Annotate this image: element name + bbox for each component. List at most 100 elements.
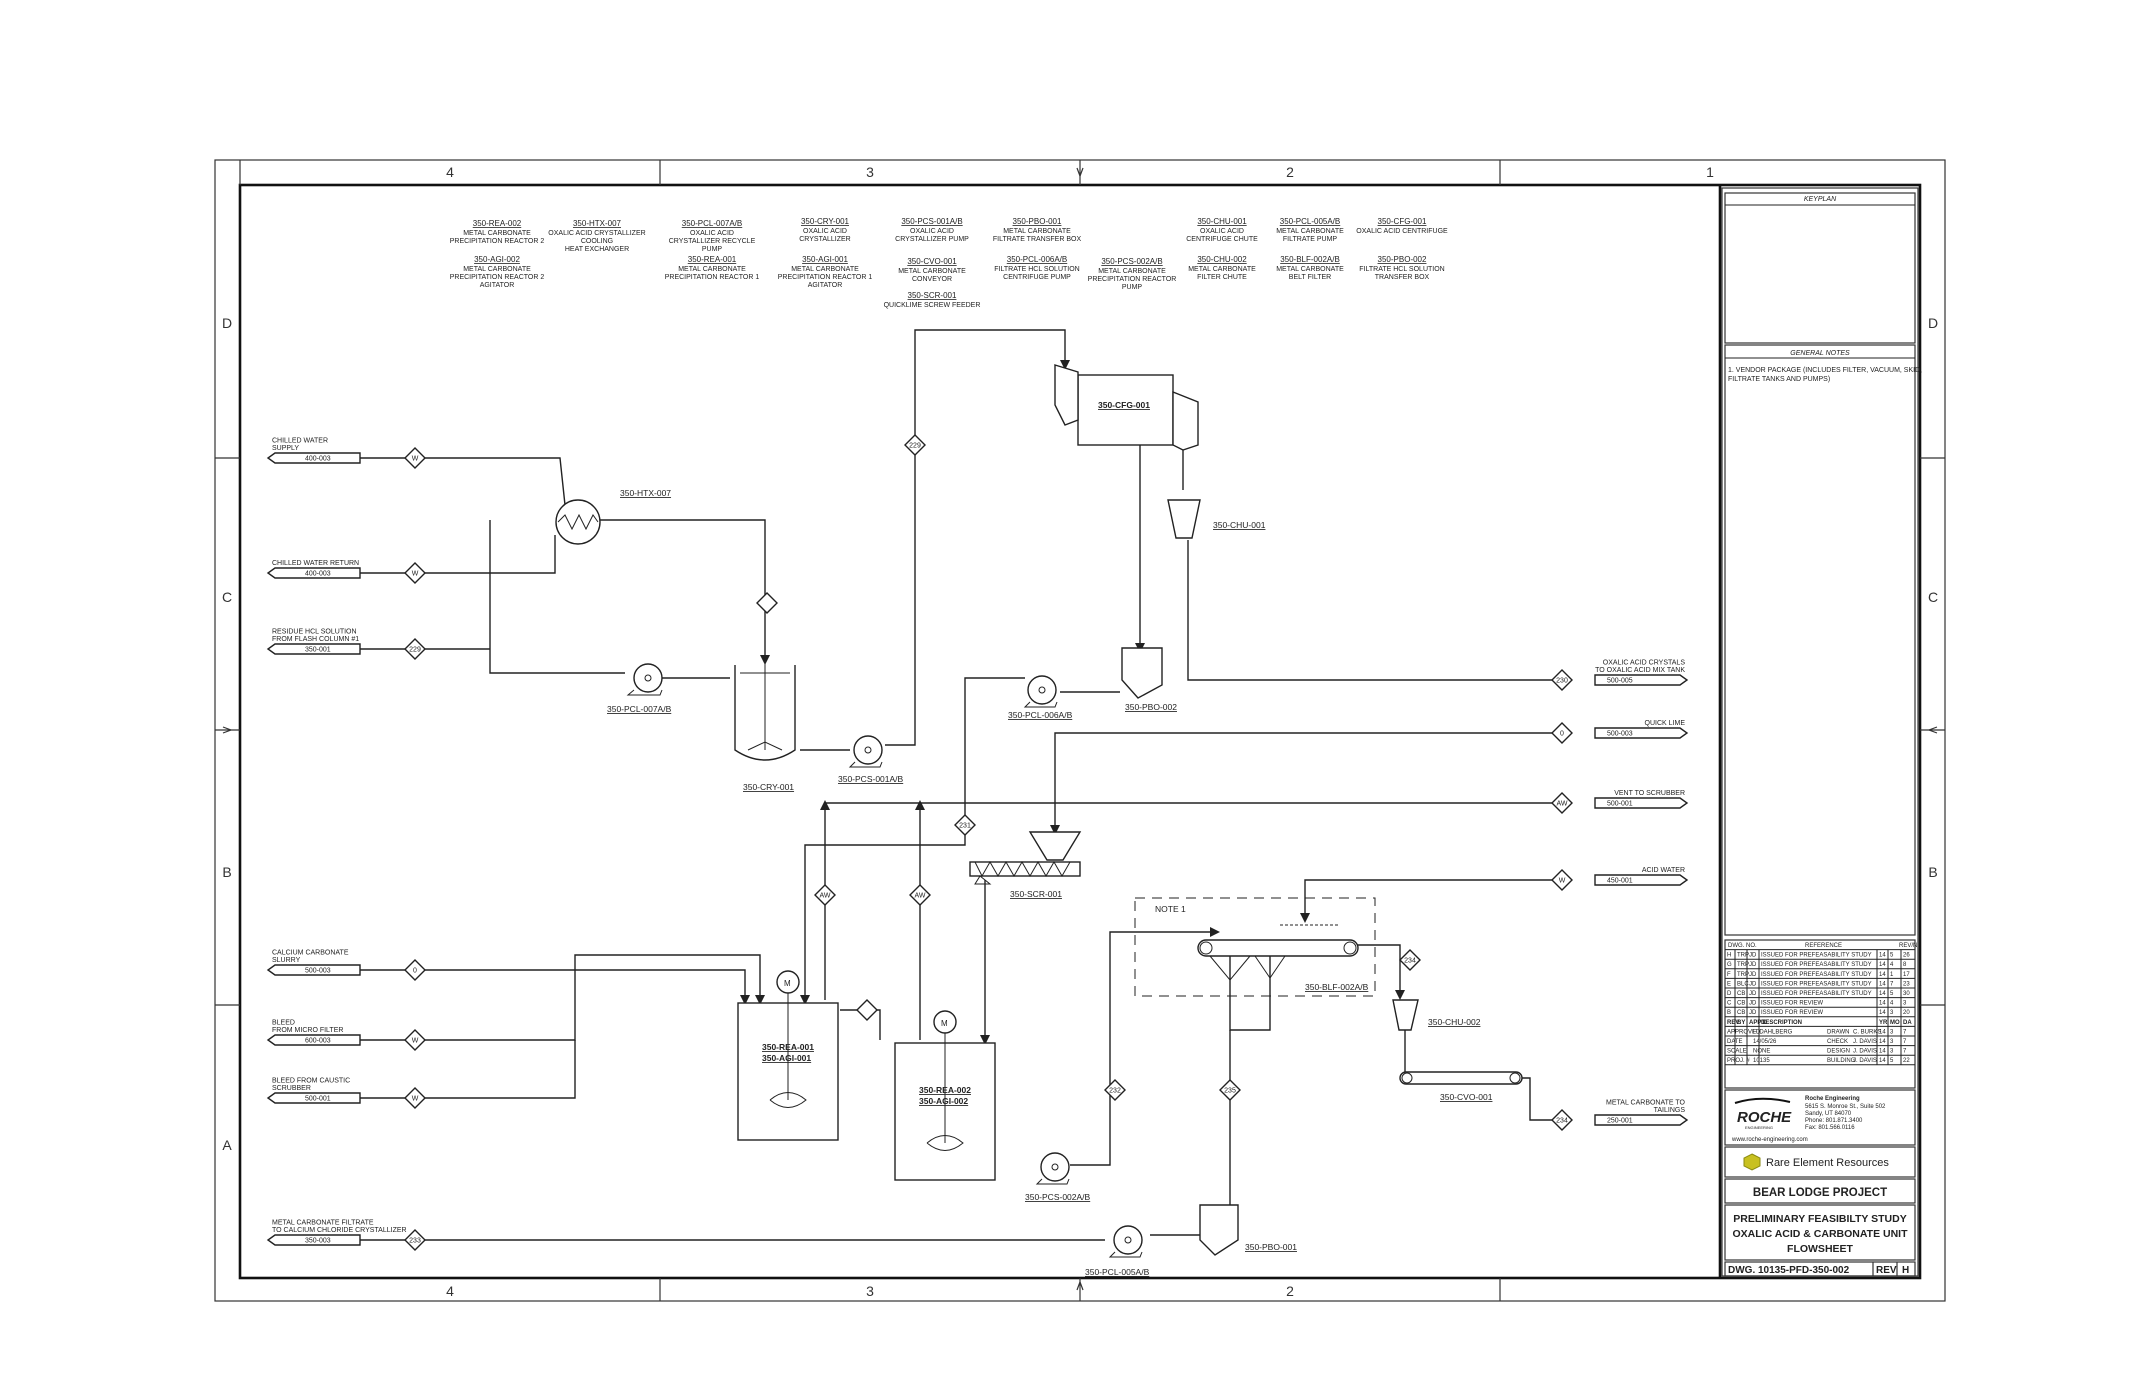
- diamond-daw2: [909, 884, 931, 906]
- connector-ref: 500-003: [305, 968, 331, 975]
- grid-row-b-right: B: [1928, 864, 1937, 880]
- rev-cell: 17: [1903, 972, 1910, 978]
- diamond-bleed_caustic-label: W: [412, 1096, 419, 1103]
- diamond-calcium_carbonate: [404, 959, 426, 981]
- connector-label: TO CALCIUM CHLORIDE CRYSTALLIZER: [272, 1227, 407, 1234]
- rev-meta-cell: SCALE: [1727, 1049, 1747, 1055]
- label-agi-002: 350-AGI-002: [919, 1096, 968, 1106]
- rev-meta-cell: F. DAHLBERG: [1753, 1029, 1793, 1035]
- flow-arrows: [740, 360, 1405, 1215]
- connector-label: QUICK LIME: [1645, 720, 1686, 727]
- rev-cell: 14: [1879, 981, 1886, 987]
- client-name: Rare Element Resources: [1766, 1157, 1889, 1169]
- company-address-1: 5615 S. Monroe St., Suite 502: [1805, 1104, 1886, 1110]
- diamond-oxalic_crystals-label: 230: [1556, 678, 1568, 685]
- connector-label: SCRUBBER: [272, 1085, 311, 1092]
- equipment-list-tag: 350-AGI-002: [474, 255, 520, 264]
- rev-cell: 20: [1903, 1010, 1910, 1016]
- connector-label: CHILLED WATER: [272, 438, 328, 445]
- equipment-list-desc: CRYSTALLIZER RECYCLE: [669, 238, 756, 245]
- equipment-list-desc: AGITATOR: [480, 282, 515, 289]
- rev-meta-cell: 3: [1890, 1029, 1894, 1035]
- equipment-list-tag: 350-CHU-001: [1197, 217, 1247, 226]
- company-name: Roche Engineering: [1805, 1096, 1860, 1102]
- rev-cell: ISSUED FOR PREFEASABILITY STUDY: [1761, 972, 1872, 978]
- keyplan-title: KEYPLAN: [1804, 196, 1837, 203]
- rev-cell: 30: [1903, 991, 1910, 997]
- rev-cell: E: [1727, 981, 1731, 987]
- equipment-list-desc: OXALIC ACID: [1200, 228, 1244, 235]
- screw-feeder-scr-001: [969, 831, 1082, 885]
- grid-row-d: D: [222, 315, 232, 331]
- rev-meta-cell: J. DAVIS: [1853, 1058, 1877, 1064]
- diamond-plain-2: [856, 999, 878, 1021]
- connector-ref: 350-003: [305, 1238, 331, 1245]
- rev-cell: 14: [1879, 953, 1886, 959]
- connector-label: CALCIUM CARBONATE: [272, 950, 349, 957]
- belt-filter-blf-002: [1197, 924, 1359, 981]
- label-agi-001: 350-AGI-001: [762, 1053, 811, 1063]
- connector-label: FROM FLASH COLUMN #1: [272, 636, 359, 643]
- rev-cell: JD: [1749, 981, 1757, 987]
- equipment-list-desc: PRECIPITATION REACTOR 2: [450, 274, 545, 281]
- rev-cell: C: [1727, 1001, 1732, 1007]
- equipment-list-desc: OXALIC ACID: [803, 228, 847, 235]
- transfer-box-pbo-001: [1199, 1204, 1239, 1256]
- equipment-list-desc: PUMP: [702, 246, 723, 253]
- equipment-list-desc: FILTRATE TRANSFER BOX: [993, 236, 1082, 243]
- heat-exchanger-htx-007: [555, 499, 601, 545]
- rev-cell: TRP: [1737, 953, 1749, 959]
- rev-cell: JD: [1749, 962, 1757, 968]
- diamond-d232: [1104, 1079, 1126, 1101]
- diamond-plain-1: [756, 592, 778, 614]
- grid-row-a: A: [222, 1137, 232, 1153]
- diamond-metal_tailings: [1551, 1109, 1573, 1131]
- diamond-acid_water-label: W: [1559, 878, 1566, 885]
- rev-col-label: APP'D: [1749, 1020, 1768, 1026]
- rev-header-rev: REV/N: [1899, 943, 1917, 949]
- equipment-list-desc: METAL CARBONATE: [1098, 268, 1166, 275]
- rev-cell: CB: [1737, 991, 1745, 997]
- rev-cell: JD: [1749, 953, 1757, 959]
- rev-col-label: REV: [1727, 1020, 1739, 1026]
- connector-ref: 500-003: [1607, 731, 1633, 738]
- rev-meta-cell: NONE: [1753, 1049, 1770, 1055]
- grid-col-2: 2: [1286, 164, 1294, 180]
- rev-meta-cell: 3: [1890, 1049, 1894, 1055]
- rev-cell: TRP: [1737, 972, 1749, 978]
- rev-cell: ISSUED FOR REVIEW: [1761, 1001, 1823, 1007]
- rev-cell: 14: [1879, 1010, 1886, 1016]
- rev-cell: ISSUED FOR PREFEASABILITY STUDY: [1761, 991, 1872, 997]
- rev-meta-cell: J. DAVIS: [1853, 1039, 1877, 1045]
- connector-label: TAILINGS: [1654, 1107, 1686, 1114]
- diamond-residue_hcl-label: 229: [409, 647, 421, 654]
- rev-label: REV: [1876, 1265, 1897, 1276]
- diamond-chilled_return-label: W: [412, 571, 419, 578]
- grid-row-d-right: D: [1928, 315, 1938, 331]
- rev-meta-cell: 7: [1903, 1039, 1907, 1045]
- equipment-list-desc: METAL CARBONATE: [678, 266, 746, 273]
- grid-row-b: B: [222, 864, 231, 880]
- rev-meta-cell: PROJ. #: [1727, 1058, 1750, 1064]
- drawing-frame: 4 3 2 1 4 3 2 D C B A D C B: [214, 159, 1946, 1302]
- rev-cell: CB: [1737, 1010, 1745, 1016]
- equipment-list-tag: 350-AGI-001: [802, 255, 848, 264]
- conveyor-cvo-001: [1399, 1071, 1523, 1085]
- label-cry-001: 350-CRY-001: [743, 782, 794, 792]
- equipment-list-tag: 350-REA-001: [688, 255, 737, 264]
- equipment-list-desc: CONVEYOR: [912, 276, 952, 283]
- equipment-list-desc: PRECIPITATION REACTOR 2: [450, 238, 545, 245]
- grid-col-3: 3: [866, 164, 874, 180]
- equipment-list-desc: CENTRIFUGE CHUTE: [1186, 236, 1258, 243]
- rev-cell: 4: [1890, 1001, 1894, 1007]
- general-notes-title: GENERAL NOTES: [1790, 350, 1850, 357]
- rev-col-label: MO: [1890, 1020, 1900, 1026]
- rev-meta-cell: BUILDING: [1827, 1058, 1856, 1064]
- equipment-list-desc: PRECIPITATION REACTOR 1: [665, 274, 760, 281]
- label-rea-001: 350-REA-001: [762, 1042, 814, 1052]
- equipment-list-desc: METAL CARBONATE: [463, 266, 531, 273]
- title-line-3: FLOWSHEET: [1787, 1243, 1853, 1255]
- diamond-daw1-label: AW: [819, 893, 830, 900]
- equipment-list-desc: PUMP: [1122, 284, 1143, 291]
